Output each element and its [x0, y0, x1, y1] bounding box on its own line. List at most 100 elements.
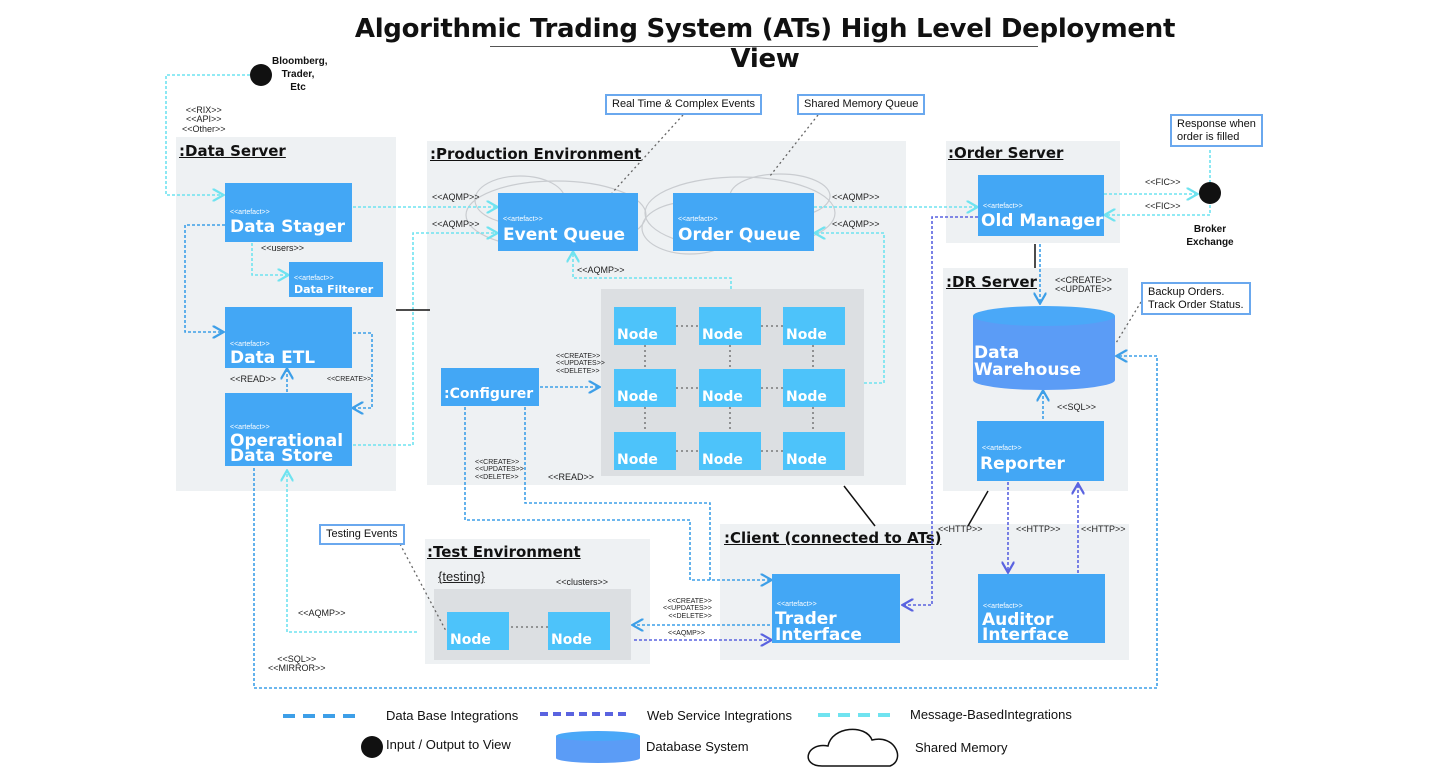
data-stager-name: Data Stager	[230, 217, 346, 237]
production-node[interactable]: Node	[614, 432, 676, 470]
read-label: <<READ>>	[548, 472, 595, 482]
artifact-stereotype: <<artefact>>	[230, 424, 270, 431]
configurer-name: :Configurer	[444, 386, 534, 402]
data-filterer-name: Data Filterer	[294, 283, 374, 296]
configurer-artifact[interactable]: :Configurer	[441, 368, 539, 406]
data-etl-name: Data ETL	[230, 348, 316, 368]
artifact-stereotype: <<artefact>>	[294, 275, 334, 282]
auditor-name-line2: Interface	[982, 625, 1069, 645]
rix-label: <<RIX>><<API>><<Other>>	[182, 105, 226, 134]
aqmp-label: <<AQMP>>	[577, 265, 625, 275]
aqmp-label: <<AQMP>>	[432, 192, 480, 202]
old-manager-artifact[interactable]: <<artefact>> Old Manager	[978, 175, 1104, 236]
production-node[interactable]: Node	[783, 432, 845, 470]
test-env-label: :Test Environment	[427, 543, 581, 561]
node-label: Node	[617, 452, 658, 468]
node-label: Node	[786, 452, 827, 468]
trader-name-line2: Interface	[775, 625, 862, 645]
client-label: :Client (connected to ATs)	[724, 529, 942, 547]
data-etl-artifact[interactable]: <<artefact>> Data ETL	[225, 307, 352, 368]
reporter-artifact[interactable]: <<artefact>> Reporter	[977, 421, 1104, 481]
production-label: :Production Environment	[430, 145, 642, 163]
node-label: Node	[786, 327, 827, 343]
artifact-stereotype: <<artefact>>	[230, 209, 270, 216]
fic-label: <<FIC>>	[1145, 201, 1181, 211]
sql-mirror-label: <<SQL>><<MIRROR>>	[268, 654, 326, 674]
event-queue-artifact[interactable]: <<artefact>> Event Queue	[498, 193, 638, 251]
dr-server-label: :DR Server	[946, 273, 1037, 291]
aqmp-label: <<AQMP>>	[298, 608, 346, 618]
testing-tag: {testing}	[438, 569, 485, 584]
order-queue-artifact[interactable]: <<artefact>> Order Queue	[673, 193, 814, 251]
node-label: Node	[702, 389, 743, 405]
data-stager-artifact[interactable]: <<artefact>> Data Stager	[225, 183, 352, 242]
clusters-label: <<clusters>>	[556, 577, 609, 587]
crud-label: <<CREATE>><<UPDATES>><<DELETE>>	[663, 598, 712, 620]
node-label: Node	[617, 327, 658, 343]
artifact-stereotype: <<artefact>>	[983, 203, 1023, 210]
warehouse-name-line2: Warehouse	[974, 360, 1082, 380]
ods-name-line2: Data Store	[230, 446, 334, 466]
node-label: Node	[551, 632, 592, 648]
create-update-label: <<CREATE>><<UPDATE>>	[1055, 275, 1112, 295]
production-node[interactable]: Node	[614, 307, 676, 345]
test-node[interactable]: Node	[447, 612, 509, 650]
reporter-name: Reporter	[980, 454, 1065, 474]
testing-events-note: Testing Events	[319, 524, 405, 545]
data-server-label: :Data Server	[179, 142, 286, 160]
production-node[interactable]: Node	[783, 369, 845, 407]
crud-label: <<CREATE>><<UPDATES>><<DELETE>>	[556, 353, 605, 375]
node-label: Node	[702, 327, 743, 343]
fic-label: <<FIC>>	[1145, 177, 1181, 187]
auditor-interface-artifact[interactable]: <<artefact>> Auditor Interface	[978, 574, 1105, 645]
artifact-stereotype: <<artefact>>	[230, 341, 270, 348]
create-label: <<CREATE>>	[327, 376, 372, 383]
event-queue-name: Event Queue	[503, 225, 626, 245]
title-underline	[490, 46, 1038, 47]
legend-shared-memory: Shared Memory	[915, 740, 1008, 755]
http-label: <<HTTP>>	[1081, 524, 1126, 534]
data-filterer-artifact[interactable]: <<artefact>> Data Filterer	[289, 262, 383, 297]
production-node[interactable]: Node	[699, 369, 761, 407]
auditor-name-line1: Auditor	[982, 610, 1054, 630]
production-node[interactable]: Node	[614, 369, 676, 407]
production-node[interactable]: Node	[699, 307, 761, 345]
artifact-stereotype: <<artefact>>	[678, 216, 718, 223]
warehouse-name-line1: Data	[974, 343, 1020, 363]
legend-message-based-integrations: Message-BasedIntegrations	[910, 707, 1072, 722]
node-label: Node	[702, 452, 743, 468]
trader-name-line1: Trader	[775, 609, 837, 629]
bloomberg-label: Bloomberg,Trader,Etc	[272, 56, 328, 93]
legend-io-to-view: Input / Output to View	[386, 737, 511, 752]
old-manager-name: Old Manager	[981, 211, 1104, 231]
crud-label: <<CREATE>><<UPDATES>><<DELETE>>	[475, 459, 524, 481]
node-label: Node	[786, 389, 827, 405]
bloomberg-io-icon	[250, 64, 272, 86]
operational-data-store-artifact[interactable]: <<artefact>> Operational Data Store	[225, 393, 352, 466]
trader-interface-artifact[interactable]: <<artefact>> Trader Interface	[772, 574, 900, 645]
http-label: <<HTTP>>	[1016, 524, 1061, 534]
order-queue-name: Order Queue	[678, 225, 801, 245]
data-warehouse-cylinder[interactable]	[972, 306, 1116, 392]
production-node[interactable]: Node	[699, 432, 761, 470]
node-label: Node	[450, 632, 491, 648]
diagram-title: Algorithmic Trading System (ATs) High Le…	[354, 14, 1176, 74]
artifact-stereotype: <<artefact>>	[503, 216, 543, 223]
realtime-events-note: Real Time & Complex Events	[605, 94, 763, 115]
production-node[interactable]: Node	[783, 307, 845, 345]
users-label: <<users>>	[261, 243, 305, 253]
backup-orders-note: Backup Orders.Track Order Status.	[1141, 282, 1251, 316]
broker-io-icon	[1199, 182, 1221, 204]
order-server-label: :Order Server	[948, 144, 1064, 162]
shared-memory-queue-note: Shared Memory Queue	[797, 94, 926, 115]
test-node[interactable]: Node	[548, 612, 610, 650]
node-label: Node	[617, 389, 658, 405]
aqmp-label: <<AQMP>>	[668, 630, 705, 637]
legend-database-integrations: Data Base Integrations	[386, 708, 519, 723]
http-label: <<HTTP>>	[938, 524, 983, 534]
read-label: <<READ>>	[230, 374, 277, 384]
artifact-stereotype: <<artefact>>	[777, 601, 817, 608]
